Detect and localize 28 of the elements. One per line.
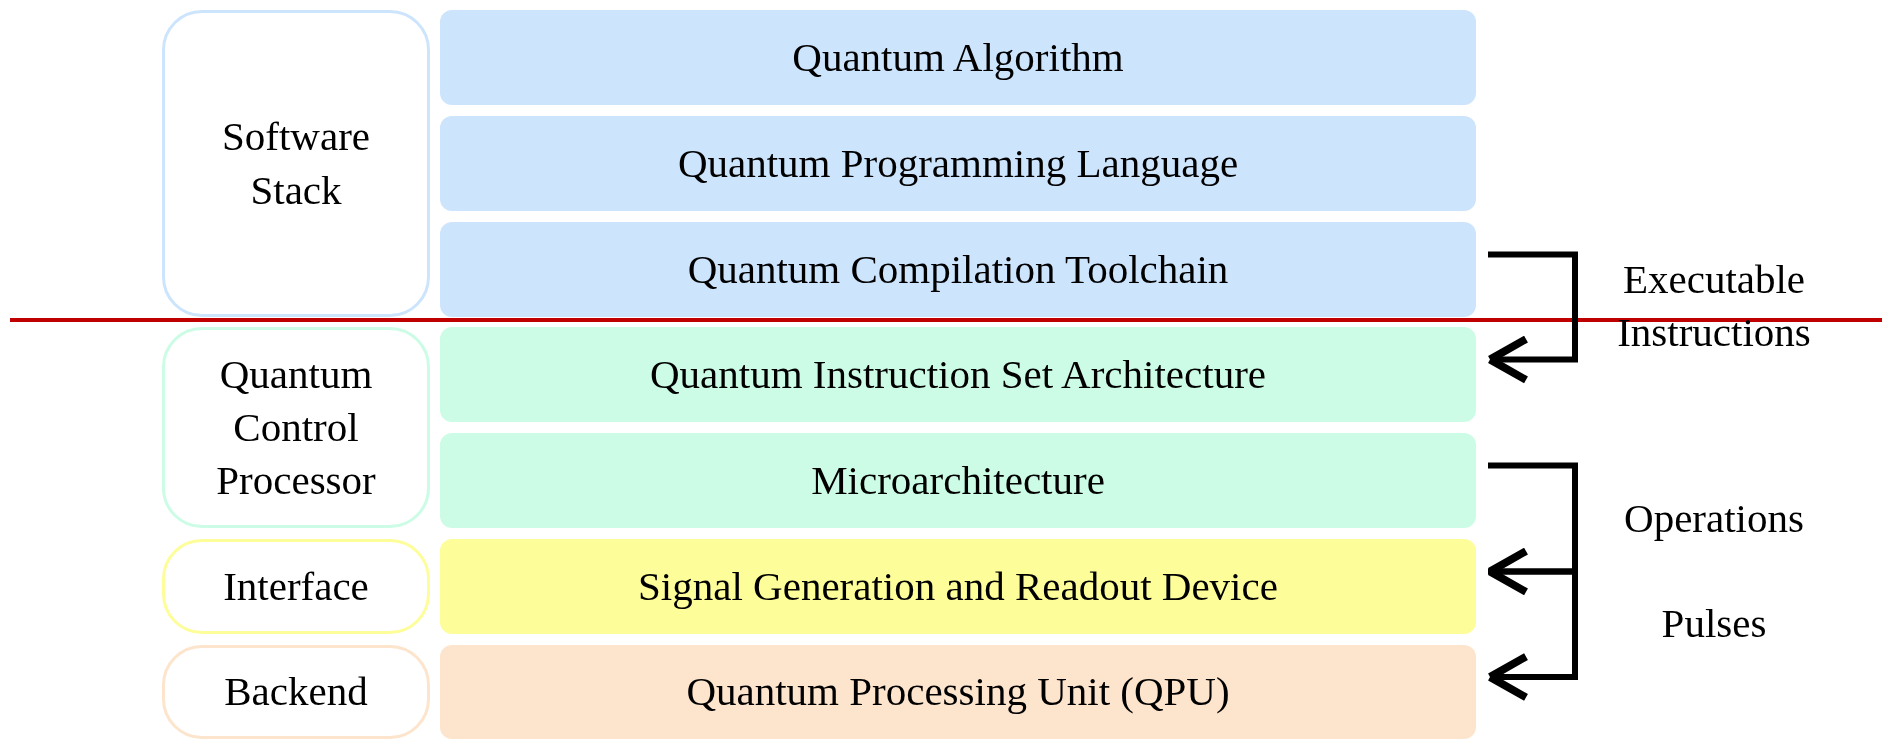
layer-box <box>440 433 1476 528</box>
bracket-arrow <box>1486 462 1578 596</box>
group-label-box <box>162 10 430 317</box>
group-label: Software Stack <box>221 112 371 215</box>
group-label: Quantum Control Processor <box>215 349 377 506</box>
edge-label: Operations <box>1623 493 1805 543</box>
layer-box <box>440 327 1476 422</box>
bracket-arrow <box>1486 251 1578 384</box>
layer-label: Signal Generation and Readout Device <box>638 561 1278 611</box>
group-label-box <box>162 327 430 528</box>
layer-box <box>440 645 1476 739</box>
group-label: Backend <box>223 667 369 717</box>
bracket-arrow <box>1486 568 1578 702</box>
edge-label: Executable Instructions <box>1616 255 1812 358</box>
layer-box <box>440 539 1476 634</box>
layer-label: Microarchitecture <box>811 455 1105 505</box>
group-label: Interface <box>222 561 370 611</box>
layer-label: Quantum Programming Language <box>677 138 1239 188</box>
layer-box <box>440 10 1476 105</box>
layer-box <box>440 222 1476 317</box>
layer-box <box>440 116 1476 211</box>
layer-label: Quantum Compilation Toolchain <box>687 244 1229 294</box>
layer-label: Quantum Instruction Set Architecture <box>650 349 1266 399</box>
group-label-box <box>162 539 430 634</box>
layer-label: Quantum Processing Unit (QPU) <box>686 667 1230 717</box>
edge-label: Pulses <box>1660 599 1768 649</box>
layer-label: Quantum Algorithm <box>792 32 1124 82</box>
group-label-box <box>162 645 430 739</box>
